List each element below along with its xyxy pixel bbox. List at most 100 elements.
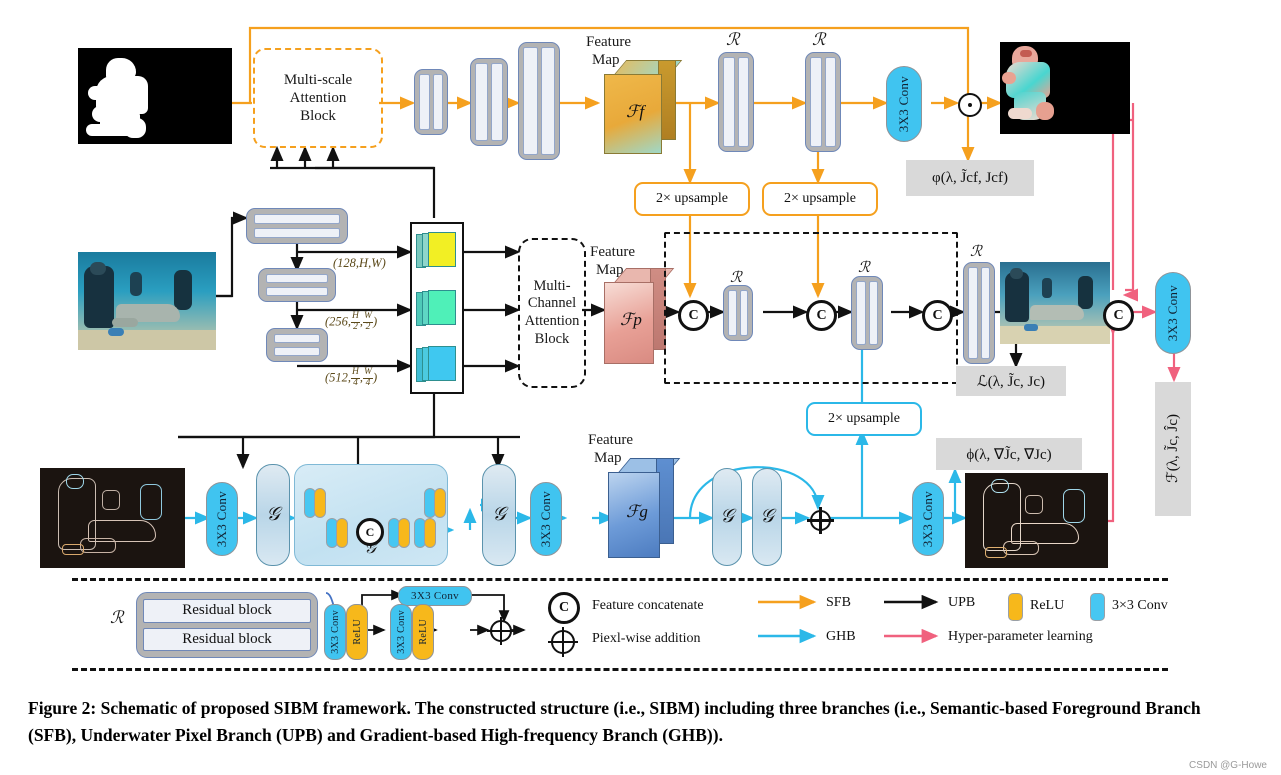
legend-conv-text: 3×3 Conv	[1112, 598, 1168, 613]
sfb-conv-stack-2	[470, 58, 508, 146]
sfb-upsample-2[interactable]: 2× upsample	[762, 182, 878, 216]
upb-encoder-2	[258, 268, 336, 302]
legend-conv-2-label: 3X3 Conv	[395, 610, 407, 654]
sfb-upsample-2-label: 2× upsample	[783, 191, 857, 206]
sfb-loss-text: φ(λ, J̃cf, Jcf)	[932, 169, 1008, 186]
upb-loss-text: ℒ(λ, J̃c, Jc)	[976, 373, 1046, 390]
fusion-conv-3x3[interactable]: 3X3 Conv	[1155, 272, 1191, 354]
upb-encoder-1	[246, 208, 348, 244]
sfb-upsample-1[interactable]: 2× upsample	[634, 182, 750, 216]
figure-caption: Figure 2: Schematic of proposed SIBM fra…	[28, 698, 1201, 746]
feature-cube-yellow	[416, 232, 456, 272]
fusion-conv-label: 3X3 Conv	[1165, 284, 1180, 342]
upb-decoder-region	[664, 232, 958, 384]
upb-residual-3	[963, 262, 995, 364]
mcab-line4: Block	[534, 330, 570, 347]
foreground-mask-image	[78, 48, 232, 144]
ghb-conv-in[interactable]: 3X3 Conv	[206, 482, 238, 556]
ghb-conv-out-label: 3X3 Conv	[920, 490, 935, 548]
feature-map-fp: ℱp	[604, 268, 675, 364]
gradient-input-image	[40, 468, 185, 568]
ghb-upsample-label: 2× upsample	[827, 411, 901, 426]
legend-residual-2: Residual block	[143, 627, 311, 651]
legend-r-symbol: ℛ	[110, 608, 124, 627]
ff-symbol: ℱf	[626, 102, 645, 121]
ghb-g3-symbol: 𝒢	[720, 506, 734, 527]
dim2-channels: 256	[329, 314, 348, 329]
feature-map-fg: ℱg	[608, 458, 681, 558]
ghb-conv-mid[interactable]: 3X3 Conv	[530, 482, 562, 556]
ghb-output-image	[965, 473, 1108, 568]
ghb-conv-mid-label: 3X3 Conv	[538, 490, 553, 548]
pixelwise-add-op	[807, 507, 834, 534]
ghb-relu-chip-4	[424, 518, 436, 548]
ghb-feature-map-label-1: Feature	[588, 432, 633, 448]
legend-upb-text: UPB	[948, 595, 976, 610]
legend-conv-1: 3X3 Conv	[324, 604, 346, 660]
sfb-upsample-1-label: 2× upsample	[655, 191, 729, 206]
ghb-concat-label: C	[365, 524, 375, 539]
legend-concat-symbol: C	[558, 600, 570, 615]
sfb-residual-2	[805, 52, 841, 152]
sfb-conv-stack-1	[414, 69, 448, 135]
watermark: CSDN @G-Howe	[1189, 760, 1267, 771]
ghb-concat-op: C	[356, 518, 384, 546]
legend-residual-1: Residual block	[143, 599, 311, 623]
legend-conv-chip-icon	[1090, 593, 1105, 621]
legend-relu-2: ReLU	[412, 604, 434, 660]
upb-res1-label: ℛ	[730, 270, 742, 286]
ghb-upsample[interactable]: 2× upsample	[806, 402, 922, 436]
ghb-relu-chip-1	[314, 488, 326, 518]
legend-concat-icon: C	[548, 592, 580, 624]
legend-top-conv-label: 3X3 Conv	[411, 590, 459, 602]
ghb-conv-in-label: 3X3 Conv	[214, 490, 229, 548]
fg-symbol: ℱg	[626, 502, 648, 521]
legend-add-icon	[548, 627, 578, 657]
concat-op-3-label: C	[932, 307, 943, 323]
upb-encoder-3	[266, 328, 328, 362]
mcab-line3: Attention	[524, 313, 580, 329]
sfb-conv-label: 3X3 Conv	[896, 75, 911, 133]
sfb-conv-stack-3	[518, 42, 560, 160]
msab-line2: Attention	[289, 89, 347, 106]
concat-op-1: C	[678, 300, 709, 331]
legend-residual-add	[487, 617, 515, 645]
fp-symbol: ℱp	[620, 310, 642, 329]
legend-sfb-text: SFB	[826, 595, 851, 610]
sfb-res1-label: ℛ	[726, 30, 740, 49]
elementwise-multiply-op	[958, 93, 982, 117]
legend-relu-text: ReLU	[1030, 598, 1065, 613]
dim1-w: W	[371, 256, 382, 270]
dim3-h: H	[351, 367, 360, 379]
sfb-output-image	[1000, 42, 1130, 134]
upb-feature-map-label-2: Map	[596, 262, 624, 278]
dim2-h: H	[351, 311, 360, 323]
sfb-res2-label: ℛ	[812, 30, 826, 49]
concat-op-2-label: C	[816, 307, 827, 323]
ghb-conv-out[interactable]: 3X3 Conv	[912, 482, 944, 556]
legend-conv-1-label: 3X3 Conv	[329, 610, 341, 654]
concat-op-2: C	[806, 300, 837, 331]
sfb-conv-3x3[interactable]: 3X3 Conv	[886, 66, 922, 142]
concat-op-1-label: C	[688, 307, 699, 323]
legend-top-conv: 3X3 Conv	[398, 586, 472, 606]
concat-op-3: C	[922, 300, 953, 331]
legend-add-text: Piexl-wise addition	[592, 631, 701, 646]
ghb-feature-map-label-2: Map	[594, 450, 622, 466]
sfb-feature-map-label-1: Feature	[586, 34, 631, 50]
legend-hyper-text: Hyper-parameter learning	[948, 629, 1093, 644]
multi-scale-attention-block[interactable]: Multi-scale Attention Block	[253, 48, 383, 148]
mcab-line1: Multi-	[533, 277, 571, 294]
dim3-denom2: 4	[365, 377, 371, 388]
upb-dim-label-1: (128,H,W)	[333, 256, 386, 270]
dim3-w: W	[363, 367, 373, 379]
upb-feature-map-label-1: Feature	[590, 244, 635, 260]
upb-residual-2	[851, 276, 883, 350]
multi-channel-attention-block[interactable]: Multi- Channel Attention Block	[518, 238, 586, 388]
ghb-g4-symbol: 𝒢	[760, 506, 774, 527]
upb-output-image	[1000, 262, 1110, 344]
dim1-channels: 128	[337, 256, 356, 270]
